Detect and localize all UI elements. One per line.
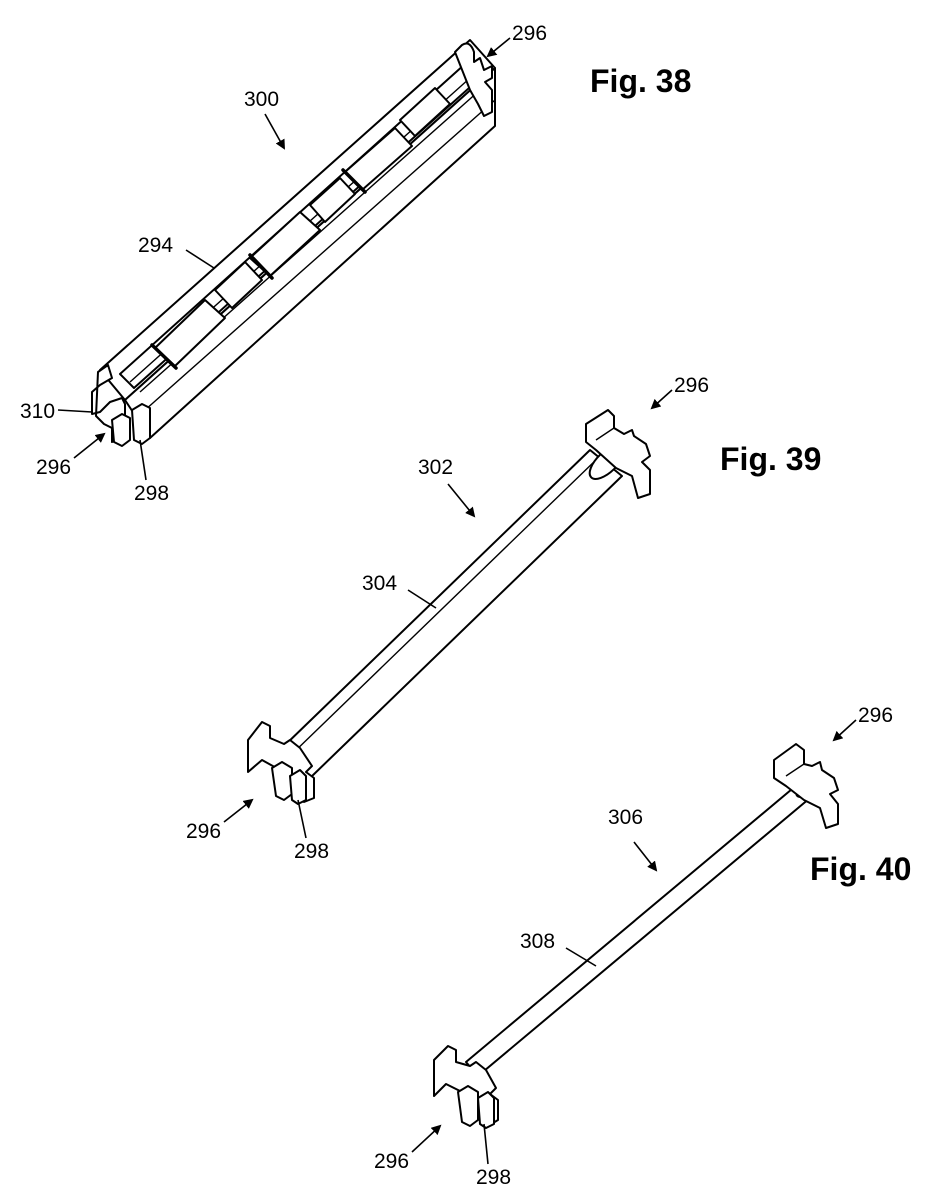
ref-296-fig39-top: 296 xyxy=(674,374,709,397)
rod-top-connector xyxy=(773,743,839,829)
top-connector-body xyxy=(773,743,839,829)
partition-1-edge xyxy=(150,343,178,370)
channel-bottom-connector xyxy=(91,364,151,447)
clip-298-left xyxy=(111,413,131,447)
figure-38-title: Fig. 38 xyxy=(590,63,691,99)
figure-39: Fig. 39 296 302 304 296 298 xyxy=(186,374,821,863)
leader-298-fig40 xyxy=(483,1123,489,1165)
tube-highlight xyxy=(289,457,599,757)
partition-4 xyxy=(309,177,356,223)
figure-38: Fig. 38 xyxy=(20,22,691,505)
ref-298-fig40: 298 xyxy=(476,1166,511,1189)
clip-298-right xyxy=(477,1091,495,1129)
partition-2 xyxy=(214,261,263,309)
arrow-296-fig40-top xyxy=(832,719,857,742)
ref-310: 310 xyxy=(20,400,55,423)
clip-298-right xyxy=(289,769,307,805)
internal-partitions xyxy=(150,87,451,370)
ref-298-fig38: 298 xyxy=(134,482,169,505)
leader-298-fig39 xyxy=(297,799,307,839)
ref-300: 300 xyxy=(244,88,279,111)
arrow-302 xyxy=(447,483,476,518)
channel-side-line xyxy=(135,99,496,419)
top-connector-edge xyxy=(785,763,805,777)
clip-298-left xyxy=(271,761,293,801)
top-connector-body xyxy=(585,409,651,499)
channel-member-294 xyxy=(91,39,496,447)
ref-296-fig39-bottom: 296 xyxy=(186,820,221,843)
leader-310 xyxy=(57,409,93,413)
leader-298-fig38 xyxy=(139,439,147,481)
ref-298-fig39: 298 xyxy=(294,840,329,863)
arrow-296-fig39-bottom xyxy=(223,798,254,823)
arrow-300 xyxy=(264,113,285,150)
ref-296-fig40-bottom: 296 xyxy=(374,1150,409,1173)
ref-304: 304 xyxy=(362,572,397,595)
channel-top-connector xyxy=(454,42,493,117)
partition-5-edge xyxy=(341,168,367,194)
leader-308 xyxy=(565,947,597,967)
ref-308: 308 xyxy=(520,930,555,953)
tube-top-connector xyxy=(585,409,651,499)
channel-side-wall xyxy=(124,67,496,439)
top-connector-profile xyxy=(454,42,493,117)
rod-bottom-connector xyxy=(433,1045,499,1129)
leader-304 xyxy=(407,589,437,609)
ref-296-fig38-top: 296 xyxy=(512,22,547,45)
partition-3-edge xyxy=(248,253,274,280)
clip-298-right xyxy=(131,403,151,445)
top-connector-edge xyxy=(595,427,615,441)
figure-39-title: Fig. 39 xyxy=(720,441,821,477)
arrow-296-fig40-bottom xyxy=(411,1124,442,1153)
ref-294: 294 xyxy=(138,234,173,257)
ref-306: 306 xyxy=(608,806,643,829)
tube-bottom-connector xyxy=(247,721,315,805)
arrow-296-fig38-bottom xyxy=(73,432,106,459)
arrow-306 xyxy=(633,841,658,872)
figure-40: Fig. 40 296 306 308 296 298 xyxy=(374,704,911,1189)
tube-body xyxy=(281,449,623,779)
ref-296-fig40-top: 296 xyxy=(858,704,893,727)
arrow-296-fig38-top xyxy=(486,37,511,58)
figure-40-title: Fig. 40 xyxy=(810,851,911,887)
arrow-296-fig39-top xyxy=(650,389,673,410)
clip-298-left xyxy=(457,1085,479,1127)
ref-302: 302 xyxy=(418,456,453,479)
leader-294 xyxy=(185,249,215,269)
tube-304 xyxy=(281,444,626,779)
ref-296-fig38-bottom: 296 xyxy=(36,456,71,479)
partition-6 xyxy=(399,87,451,137)
